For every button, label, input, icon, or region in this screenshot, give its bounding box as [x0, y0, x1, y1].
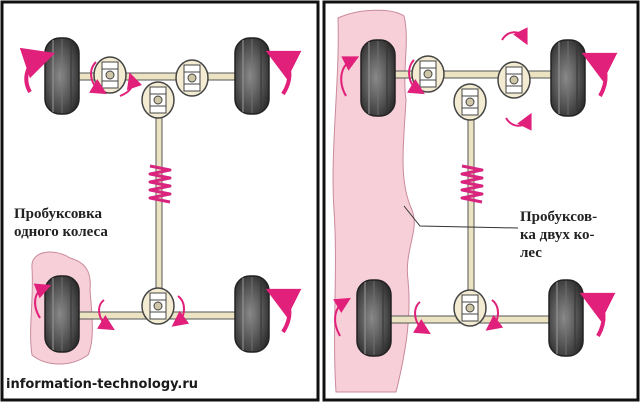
tire-rear-left-l [44, 37, 80, 115]
small-arrow-3-l [97, 299, 115, 331]
center-joint-r [453, 83, 487, 121]
tire-front-right-l [234, 275, 270, 353]
rotation-arrow-fl-r [333, 297, 351, 337]
rear-joint-left-l [93, 56, 127, 94]
small-arrow-1-r [501, 27, 528, 46]
tire-front-left-l [44, 275, 80, 353]
right-slip-label-line-3: лес [520, 245, 542, 261]
left-slip-label: Пробуксовка одного колеса [14, 205, 108, 241]
tire-rear-left-r [360, 39, 396, 117]
small-arrow-5-r [485, 299, 504, 331]
center-joint-l [141, 81, 175, 119]
label-leader-right [403, 205, 519, 229]
rotation-arrow-fl-l [33, 283, 52, 319]
right-slip-label: Пробуксов- ка двух ко- лес [520, 208, 597, 262]
small-arrow-1-l [89, 61, 107, 95]
rear-joint-left-r [411, 55, 445, 93]
rotation-arrow-fr-r [579, 292, 616, 337]
right-slip-label-line-2: ка двух ко- [520, 227, 595, 243]
rear-diff-l [175, 59, 209, 97]
watermark: information-technology.ru [6, 377, 199, 392]
tire-rear-right-l [234, 37, 270, 115]
left-slip-label-line-2: одного колеса [14, 224, 108, 240]
front-diff-r [453, 289, 487, 327]
rear-axle-left [59, 72, 261, 81]
drive-shaft-right [467, 91, 475, 297]
front-diff-l [141, 287, 175, 325]
small-arrow-4-r [413, 301, 431, 335]
small-arrow-3-r [407, 59, 425, 95]
small-arrow-2-r [505, 112, 532, 131]
left-slip-label-line-1: Пробуксовка [14, 206, 103, 222]
small-arrow-4-l [171, 295, 190, 327]
tire-rear-right-r [550, 39, 586, 117]
rotation-arrow-rr-r [581, 52, 618, 97]
tire-front-left-r [356, 279, 392, 357]
rotation-arrow-rr-l [265, 50, 302, 96]
rear-diff-r [497, 61, 531, 99]
right-slip-label-line-1: Пробуксов- [520, 209, 598, 225]
small-arrow-2-l [119, 72, 143, 97]
rotation-arrow-rl-r [340, 56, 360, 97]
rotation-arrow-fr-l [265, 288, 302, 334]
tire-front-right-r [548, 279, 584, 357]
rotation-arrow-rl-l [19, 47, 56, 93]
